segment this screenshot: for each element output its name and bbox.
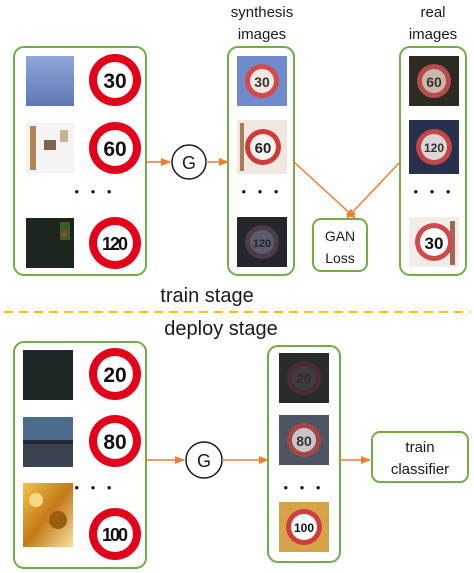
- svg-text:100: 100: [102, 525, 128, 545]
- svg-text:120: 120: [253, 238, 271, 250]
- gan-loss-label-line1: GAN: [325, 228, 355, 244]
- synthesis-image-2: 60: [237, 120, 287, 174]
- deploy-input-photo-1: [23, 350, 73, 400]
- train-classifier-label-line2: classifier: [391, 461, 449, 478]
- synthesis-images-label-line2: images: [238, 26, 286, 43]
- train-classifier-label-line1: train: [405, 439, 434, 456]
- train-generator-node: G: [171, 144, 207, 180]
- svg-text:30: 30: [254, 74, 270, 90]
- train-input-sign-3: 120: [89, 217, 141, 269]
- deploy-output-image-3: 100: [279, 502, 329, 552]
- train-stage-label: train stage: [160, 285, 253, 307]
- svg-text:G: G: [197, 451, 211, 471]
- real-image-3: 30: [409, 217, 459, 267]
- train-input-photo-3: [26, 218, 74, 268]
- gan-loss-box: [312, 218, 368, 272]
- svg-text:20: 20: [103, 364, 126, 387]
- deploy-generator-node: G: [185, 441, 223, 479]
- real-images-label-line1: real: [420, 4, 445, 21]
- svg-text:30: 30: [425, 234, 444, 253]
- real-ellipsis: • • •: [414, 184, 455, 199]
- deploy-output-image-1: 20: [279, 353, 329, 403]
- real-image-2: 120: [409, 120, 459, 174]
- svg-text:G: G: [182, 153, 196, 173]
- svg-text:80: 80: [103, 431, 126, 454]
- deploy-input-ellipsis: • • •: [75, 480, 116, 495]
- train-input-photo-2: [26, 123, 74, 173]
- deploy-input-photo-3: [23, 483, 73, 547]
- synthesis-image-3: 120: [237, 217, 287, 267]
- train-input-sign-2: 60: [89, 122, 141, 174]
- svg-text:100: 100: [294, 521, 314, 535]
- train-input-photo-1: [26, 56, 74, 106]
- deploy-stage-label: deploy stage: [164, 318, 277, 340]
- svg-text:30: 30: [103, 70, 126, 93]
- deploy-input-sign-3: 100: [89, 508, 141, 560]
- train-classifier-box: [371, 431, 469, 483]
- svg-text:60: 60: [103, 138, 126, 161]
- synthesis-image-1: 30: [237, 56, 287, 106]
- train-input-sign-1: 30: [89, 54, 141, 106]
- deploy-input-photo-2: [23, 417, 73, 467]
- synthesis-images-label-line1: synthesis: [231, 4, 294, 21]
- svg-text:20: 20: [297, 371, 311, 386]
- svg-text:80: 80: [296, 433, 312, 449]
- svg-text:120: 120: [102, 234, 128, 254]
- svg-text:120: 120: [424, 141, 444, 155]
- train-input-ellipsis: • • •: [75, 184, 116, 199]
- arrow-real-to-gan-loss: [346, 161, 401, 219]
- gan-loss-label-line2: Loss: [325, 250, 355, 266]
- deploy-output-image-2: 80: [279, 415, 329, 465]
- synthesis-ellipsis: • • •: [242, 184, 283, 199]
- arrow-synthesis-to-gan-loss: [293, 161, 356, 219]
- deploy-output-ellipsis: • • •: [284, 480, 325, 495]
- deploy-input-sign-2: 80: [89, 415, 141, 467]
- real-images-label-line2: images: [409, 26, 457, 43]
- real-image-1: 60: [409, 56, 459, 106]
- svg-text:60: 60: [426, 74, 442, 90]
- deploy-input-sign-1: 20: [89, 348, 141, 400]
- svg-text:60: 60: [255, 140, 272, 157]
